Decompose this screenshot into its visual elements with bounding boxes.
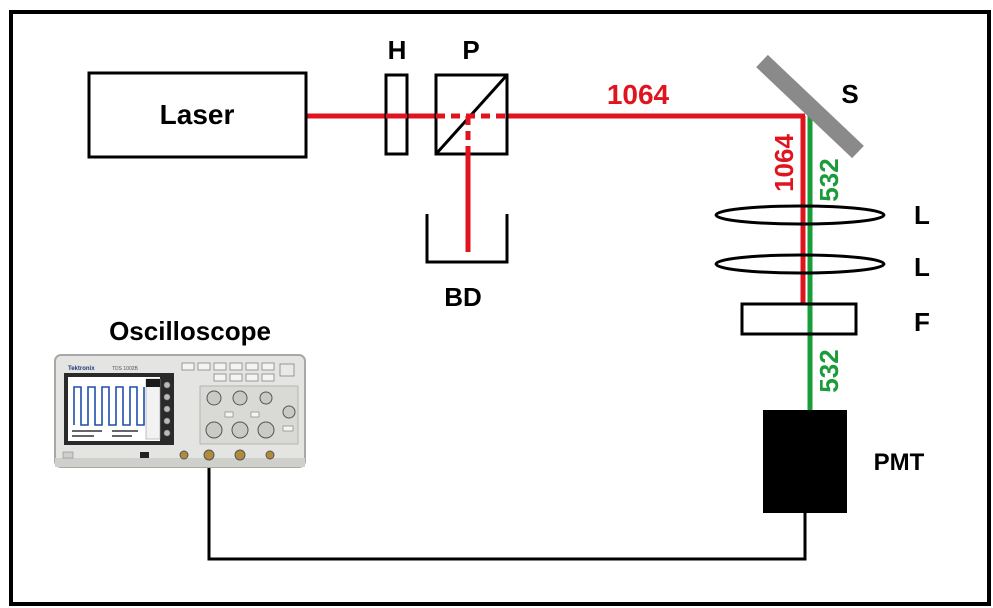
pmt-box [763, 410, 847, 513]
knob [283, 406, 295, 418]
lens-2-shape [716, 255, 884, 273]
menu-button [198, 363, 210, 370]
softkey [164, 394, 170, 400]
half-wave-plate: H [386, 35, 407, 154]
polarizer-label: P [462, 35, 479, 65]
beam-1064-horizontal-label: 1064 [607, 79, 670, 110]
lens-2-label: L [914, 252, 930, 282]
beam-dump-label: BD [444, 282, 482, 312]
lens-2: L [716, 252, 930, 282]
lens-1-shape [716, 206, 884, 224]
softkey [164, 430, 170, 436]
mirror-label: S [841, 79, 858, 109]
menu-button [230, 363, 242, 370]
knob [207, 391, 221, 405]
softkey [164, 382, 170, 388]
oscilloscope-screen-info-1 [72, 430, 102, 432]
filter: F [742, 304, 930, 337]
oscilloscope-screen-info-2 [72, 435, 94, 437]
pmt-detector: PMT [763, 410, 925, 513]
bnc-connector [235, 450, 245, 460]
menu-button [246, 374, 258, 381]
half-wave-plate-label: H [388, 35, 407, 65]
oscilloscope-side-menu [146, 379, 160, 439]
lens-1: L [716, 200, 930, 230]
oscilloscope-side-menu-highlight [146, 379, 160, 387]
beam-532-lower-label: 532 [814, 349, 844, 392]
knob [258, 422, 274, 438]
oscilloscope-screen-info-4 [112, 435, 132, 437]
polarizer-cube: P [436, 35, 507, 154]
menu-button [280, 364, 294, 376]
panel-button [225, 412, 233, 417]
oscilloscope-brand: Tektronix [68, 366, 95, 372]
oscilloscope-label: Oscilloscope [109, 316, 271, 346]
softkey [164, 406, 170, 412]
signal-cable [209, 458, 805, 559]
beam-532-upper-label: 532 [814, 158, 844, 201]
menu-button [182, 363, 194, 370]
menu-button [246, 363, 258, 370]
oscilloscope-bottom-strip [55, 458, 305, 467]
knob [260, 392, 272, 404]
softkey [164, 418, 170, 424]
menu-button [262, 374, 274, 381]
filter-label: F [914, 307, 930, 337]
laser: Laser [89, 73, 306, 157]
power-button [63, 452, 73, 458]
panel-button [283, 426, 293, 431]
knob [206, 422, 222, 438]
knob [233, 391, 247, 405]
menu-button [230, 374, 242, 381]
oscilloscope-model: TDS 1002B [112, 366, 139, 372]
oscilloscope: Tektronix TDS 1002B [55, 355, 305, 467]
menu-button [214, 374, 226, 381]
bnc-connector [180, 451, 188, 459]
menu-button [214, 363, 226, 370]
beam-1064-vertical-label: 1064 [769, 134, 799, 192]
filter-box [742, 304, 856, 334]
lens-1-label: L [914, 200, 930, 230]
bnc-connector-ch1 [204, 450, 214, 460]
panel-button [251, 412, 259, 417]
knob [232, 422, 248, 438]
menu-button [262, 363, 274, 370]
bnc-connector [266, 451, 274, 459]
oscilloscope-screen-info-3 [112, 430, 138, 432]
pmt-label: PMT [874, 449, 925, 476]
laser-label: Laser [160, 99, 235, 130]
usb-port [140, 452, 149, 458]
